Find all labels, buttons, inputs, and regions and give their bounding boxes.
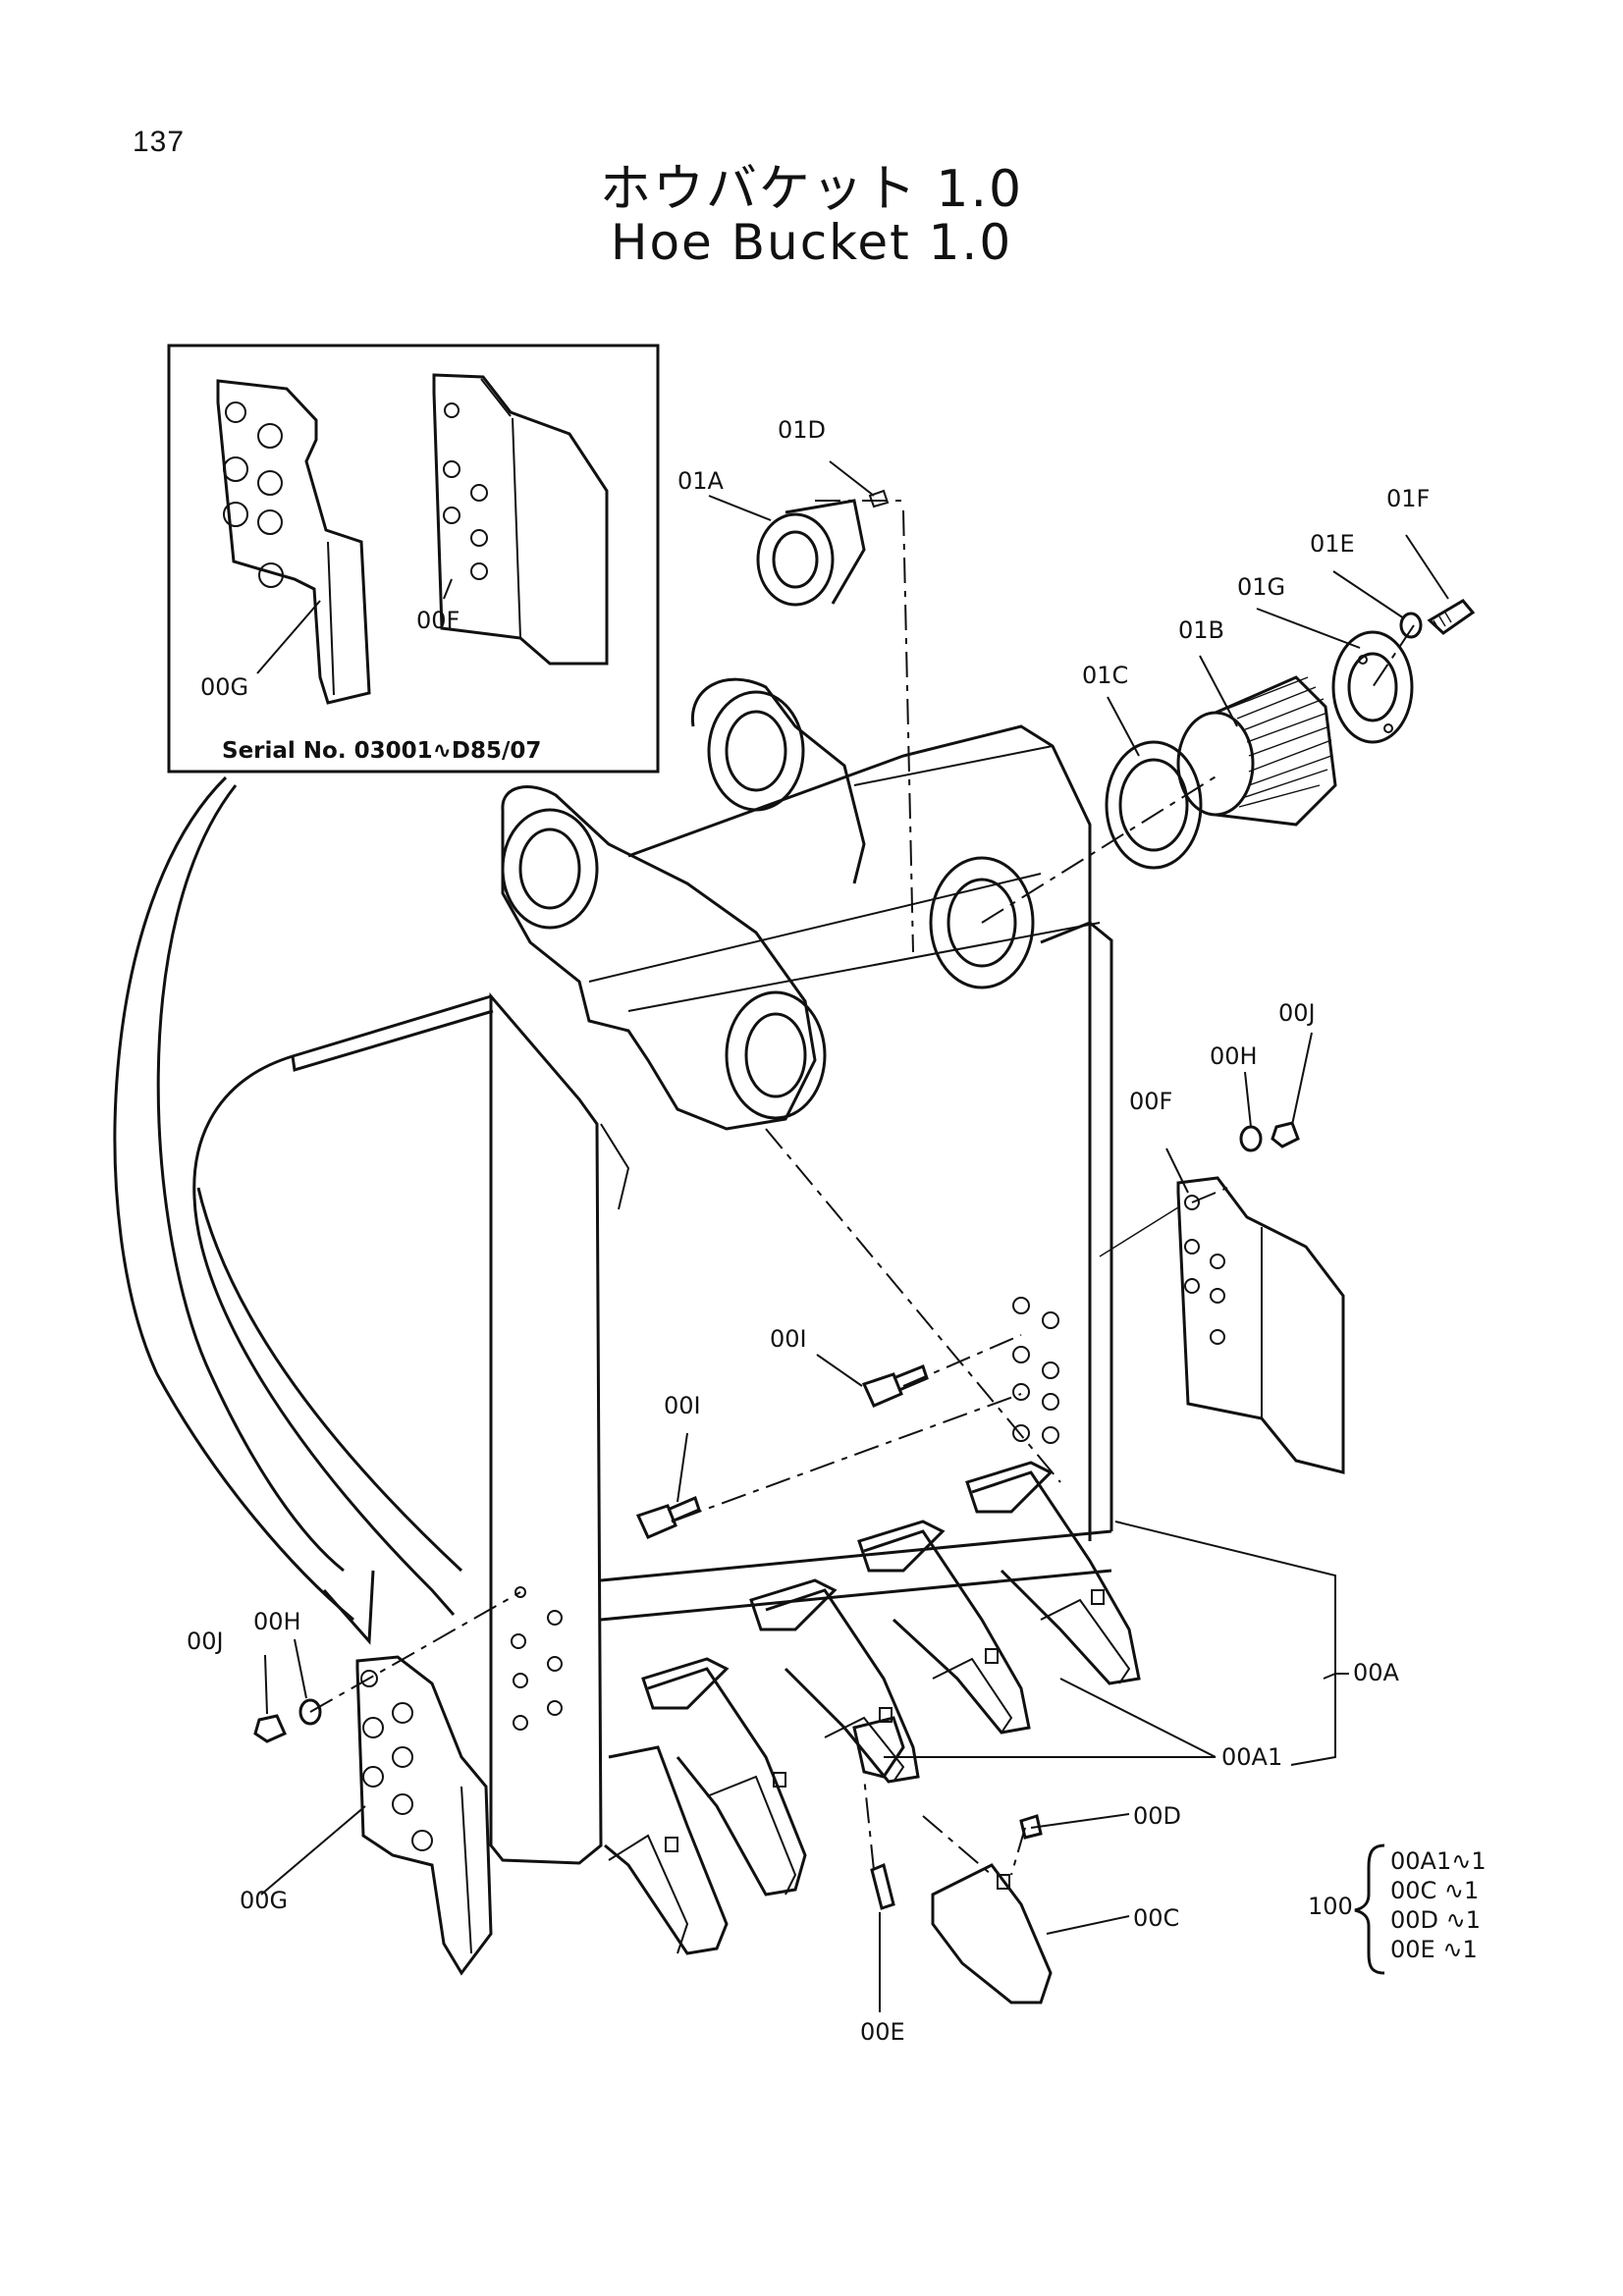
inset-side-cutter-00f	[432, 373, 609, 666]
kit-item-2: 00C ∿1	[1390, 1877, 1479, 1904]
kit-qty: 100	[1308, 1893, 1353, 1920]
label-00h-right: 00H	[1210, 1042, 1258, 1070]
leader-lines	[260, 460, 1449, 2012]
label-00a: 00A	[1353, 1659, 1400, 1686]
pin-parts	[253, 489, 1476, 1743]
label-00c: 00C	[1133, 1904, 1179, 1932]
label-00e: 00E	[860, 2018, 905, 2046]
inset-label-00f: 00F	[416, 607, 460, 634]
side-cutter-00g	[355, 1655, 493, 1976]
kit-item-4: 00E ∿1	[1390, 1936, 1478, 1963]
kit-item-1: 00A1∿1	[1390, 1847, 1487, 1875]
label-01f: 01F	[1386, 485, 1430, 512]
page-number: 137	[133, 126, 186, 158]
label-00i-lower: 00I	[664, 1392, 701, 1419]
label-00a1: 00A1	[1221, 1743, 1282, 1771]
inset-side-cutter-00g	[216, 379, 371, 705]
kit-item-3: 00D ∿1	[1390, 1906, 1481, 1934]
label-00g: 00G	[240, 1887, 288, 1914]
label-01d: 01D	[778, 416, 826, 444]
title-japanese: ホウバケット 1.0	[599, 160, 1024, 219]
center-lines	[309, 500, 1415, 1876]
bucket-body	[192, 677, 1113, 1865]
label-00d: 00D	[1133, 1802, 1181, 1830]
label-01e: 01E	[1310, 530, 1355, 558]
label-01g: 01G	[1237, 573, 1285, 601]
label-01a: 01A	[677, 467, 725, 495]
kit-note: 100 00A1∿1 00C ∿1 00D ∿1 00E ∿1	[1308, 1843, 1487, 1975]
label-00i-upper: 00I	[770, 1325, 807, 1353]
tooth-adapters	[604, 1461, 1141, 2004]
title-english: Hoe Bucket 1.0	[610, 214, 1013, 271]
label-00j-right: 00J	[1278, 999, 1316, 1027]
label-00h-left: 00H	[253, 1608, 301, 1635]
reference-arrow	[113, 775, 375, 1645]
label-01b: 01B	[1178, 616, 1224, 644]
label-00j-left: 00J	[187, 1628, 224, 1655]
inset-box: 00G 00F Serial No. 03001∿D85/07	[167, 344, 660, 774]
part-labels: 01D 01A 01F 01E 01G 01B 01C 00J 00H 00F …	[187, 416, 1430, 2046]
inset-serial-label: Serial No. 03001∿D85/07	[222, 738, 541, 764]
side-cutter-00f	[1099, 1176, 1345, 1474]
label-00f: 00F	[1129, 1088, 1172, 1115]
label-01c: 01C	[1082, 662, 1128, 689]
inset-label-00g: 00G	[200, 673, 248, 701]
